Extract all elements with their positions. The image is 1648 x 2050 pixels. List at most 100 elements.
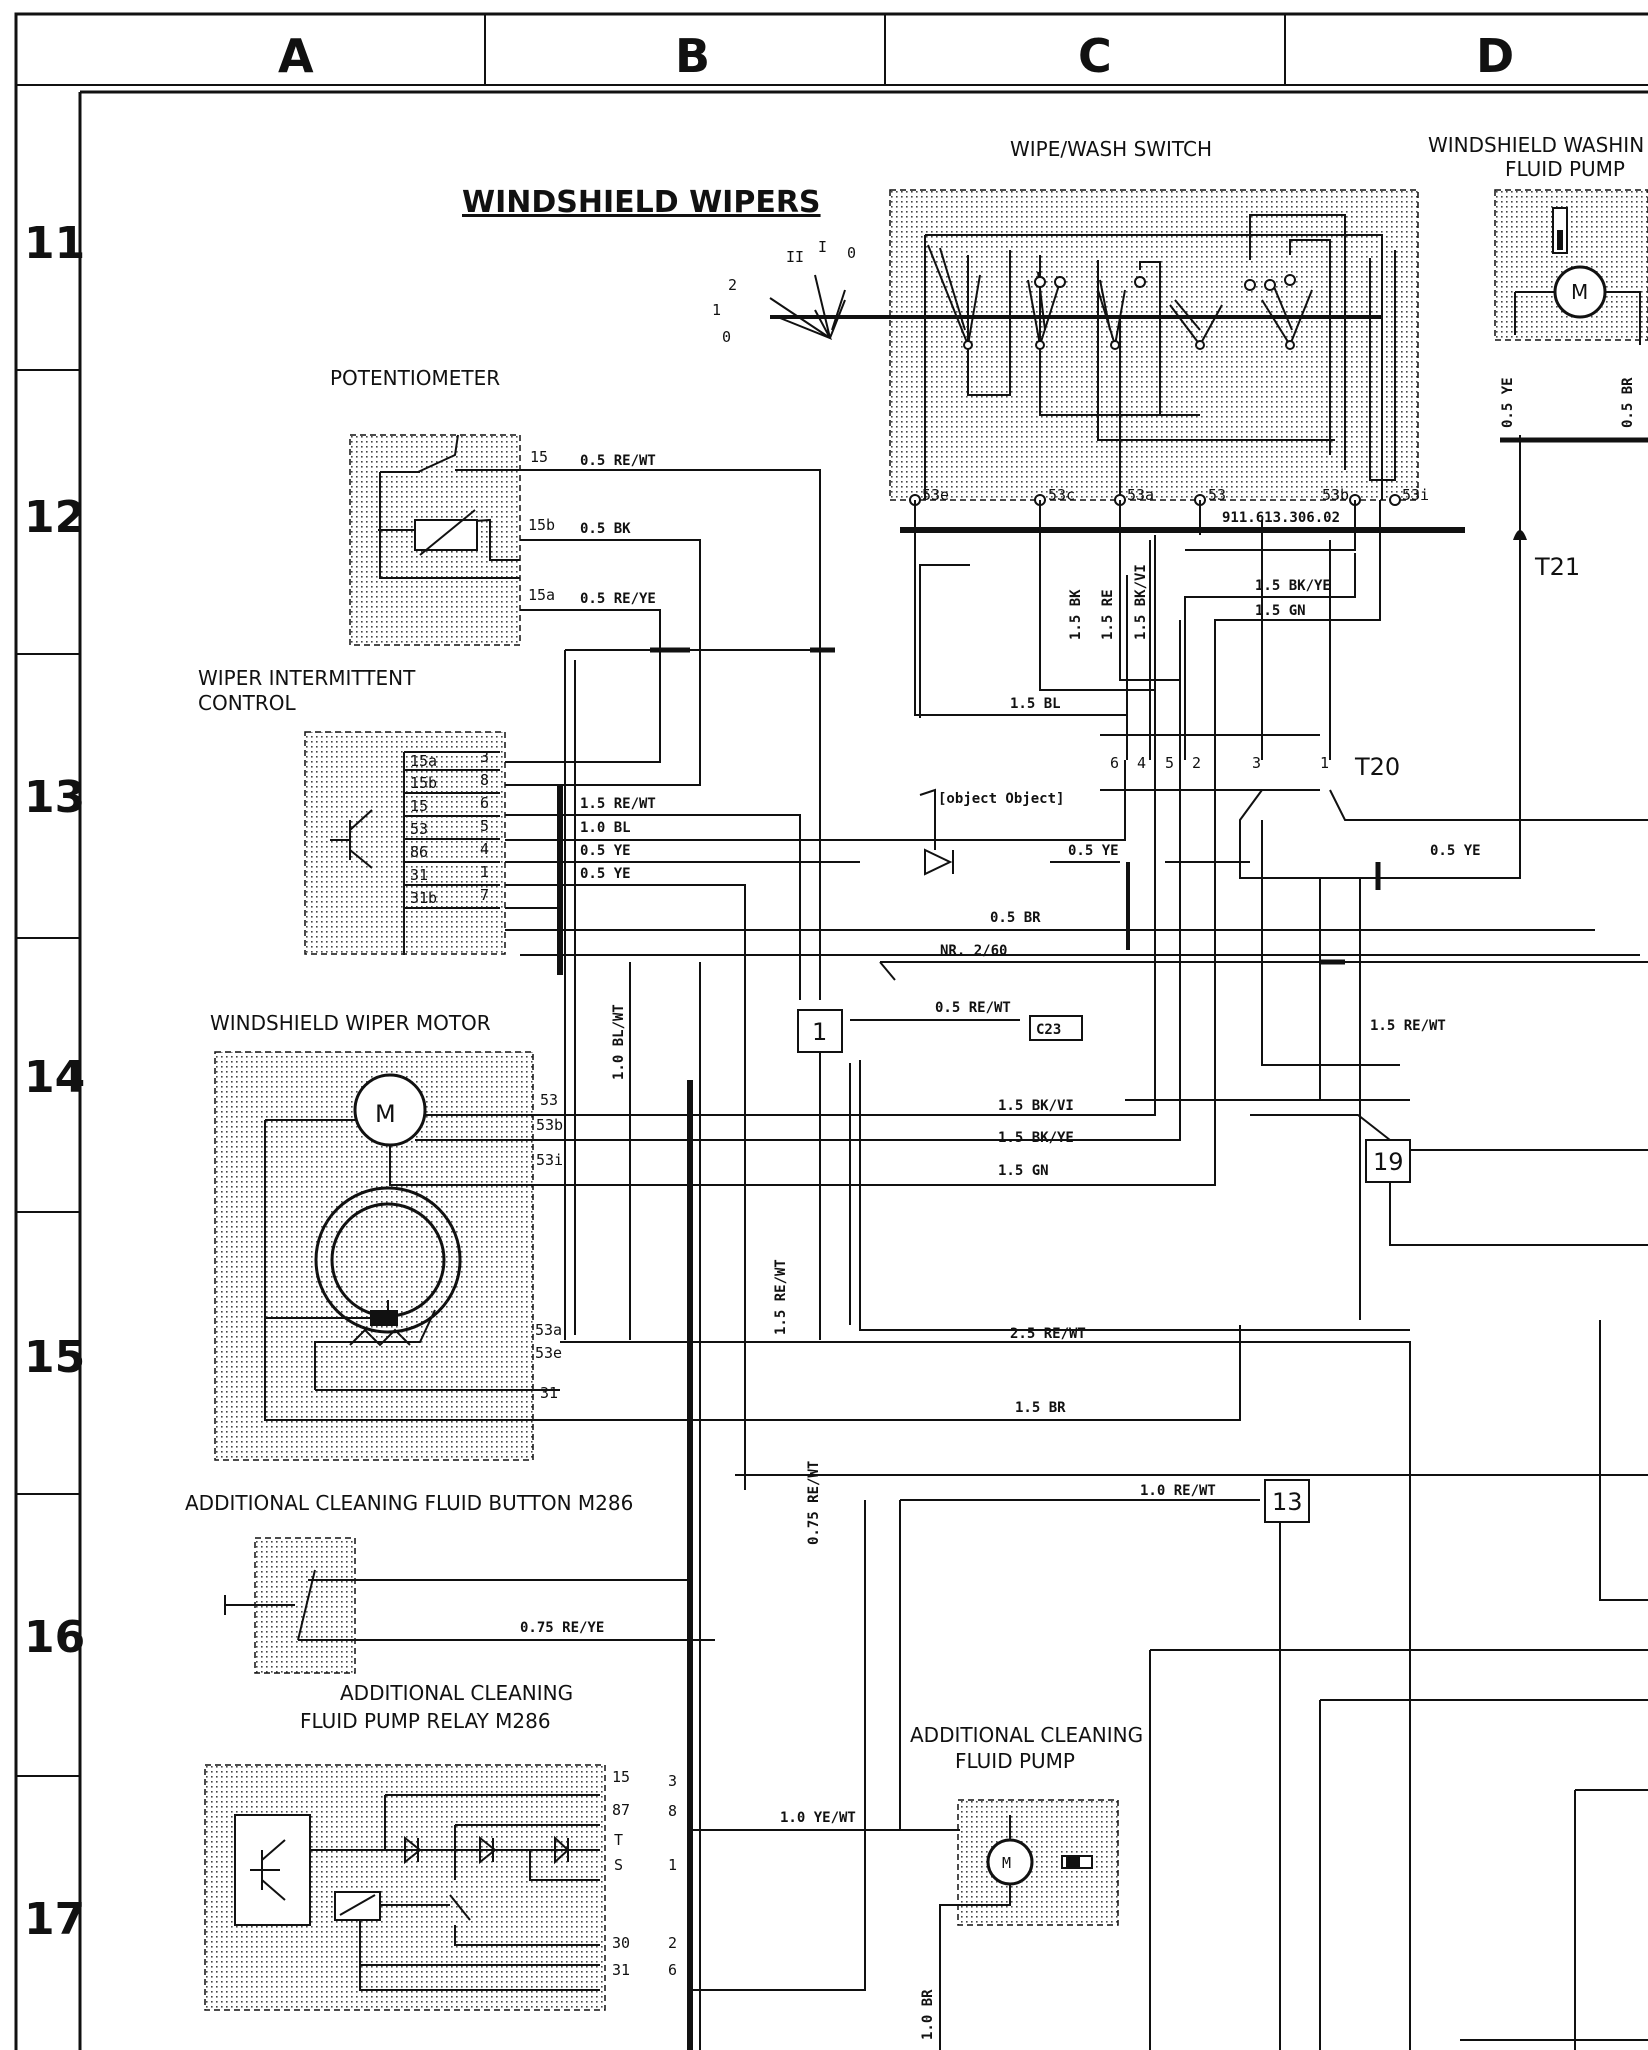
- pump-relay-label-2: FLUID PUMP RELAY M286: [300, 1709, 551, 1733]
- potentiometer: [349, 434, 521, 646]
- row-15: 15: [24, 1332, 85, 1383]
- ic-num-3: 3: [480, 748, 489, 766]
- wire-rewt-vert: 1.5 RE/WT: [773, 1259, 789, 1335]
- row-13: 13: [24, 772, 85, 823]
- relay-num-8: 8: [668, 1802, 677, 1820]
- wipe-wash-switch: [769, 189, 1419, 506]
- column-c: C: [1078, 29, 1112, 83]
- nr-label: NR. 2/60: [940, 943, 1007, 959]
- ic-num-5: 5: [480, 817, 489, 835]
- switch-pin-53: 53: [1208, 486, 1226, 504]
- motor-pin-53i: 53i: [536, 1151, 563, 1169]
- washer-pump-motor-symbol: M: [1571, 280, 1588, 304]
- motor-pin-53: 53: [540, 1091, 558, 1109]
- pot-pin-15b: 15b: [528, 516, 555, 534]
- intermittent-control: [304, 731, 506, 955]
- ic-pin-86: 86: [410, 843, 428, 861]
- t20-pin-2: 2: [1192, 754, 1201, 772]
- wire-15-bl: 1.5 BL: [1010, 696, 1061, 712]
- wire-075-rewt-vert: 0.75 RE/WT: [806, 1461, 822, 1545]
- wire-05-br: 0.5 BR: [990, 910, 1041, 926]
- switch-part-number: 911.613.306.02: [1222, 510, 1340, 526]
- t20-pin-6: 6: [1110, 754, 1119, 772]
- cleaning-pump: [939, 1799, 1119, 2050]
- t20-label: T20: [1354, 753, 1400, 781]
- relay-num-3: 3: [668, 1772, 677, 1790]
- switch-pin-53a: 53a: [1127, 486, 1154, 504]
- switch-position-I: I: [818, 238, 827, 256]
- t20-pin-3: 3: [1252, 754, 1261, 772]
- switch-pin-53e: 53e: [922, 486, 949, 504]
- motor-pin-53b: 53b: [536, 1116, 563, 1134]
- wire-motor-bkvi: 1.5 BK/VI: [998, 1098, 1074, 1114]
- switch-position-0b: 0: [847, 244, 856, 262]
- ic-pin-15a: 15a: [410, 752, 437, 770]
- junction-13: 13: [1272, 1488, 1303, 1516]
- wire-sw-gn: 1.5 GN: [1255, 603, 1306, 619]
- cleaning-button-label: ADDITIONAL CLEANING FLUID BUTTON M286: [185, 1491, 633, 1515]
- column-b: B: [675, 29, 710, 83]
- diagram-title: WINDSHIELD WIPERS: [462, 185, 821, 220]
- relay-pin-T: T: [614, 1831, 623, 1849]
- wire-15-br: 1.5 BR: [1015, 1400, 1066, 1416]
- column-d: D: [1476, 29, 1514, 83]
- wire-sw-bkye: 1.5 BK/YE: [1255, 578, 1331, 594]
- wipe-wash-switch-label: WIPE/WASH SWITCH: [1010, 137, 1212, 161]
- switch-position-II: II: [786, 248, 804, 266]
- ic-num-1: 1: [480, 863, 489, 881]
- wire-motor-bkye: 1.5 BK/YE: [998, 1130, 1074, 1146]
- wire-15a-reye: 0.5 RE/YE: [580, 591, 656, 607]
- motor-pin-31: 31: [540, 1384, 558, 1402]
- wiring: [505, 435, 1648, 2050]
- relay-pin-15: 15: [612, 1768, 630, 1786]
- wire-diode-ye: 0.5 YE: [1068, 843, 1119, 859]
- row-12: 12: [24, 492, 85, 543]
- row-16: 16: [24, 1612, 85, 1663]
- pot-pin-15a: 15a: [528, 586, 555, 604]
- t20-pin-4: 4: [1137, 754, 1146, 772]
- motor-pin-53e: 53e: [535, 1344, 562, 1362]
- wire-15-re-vert: 1.5 RE: [1100, 589, 1116, 640]
- pot-pin-15: 15: [530, 448, 548, 466]
- wire-15-bk-vert: 1.5 BK: [1068, 589, 1084, 640]
- wire-ic-rewt: 1.5 RE/WT: [580, 796, 656, 812]
- wire-d-rewt: 1.5 RE/WT: [1370, 1018, 1446, 1034]
- ic-pin-15b: 15b: [410, 774, 437, 792]
- wire-ic-bl: 1.0 BL: [580, 820, 631, 836]
- ic-pin-31: 31: [410, 866, 428, 884]
- row-11: 11: [24, 218, 85, 269]
- wire-motor-gn: 1.5 GN: [998, 1163, 1049, 1179]
- diode-part-label: [object Object]: [938, 791, 1064, 807]
- wire-075-reye: 0.75 RE/YE: [520, 1620, 604, 1636]
- wire-10-br-vert: 1.0 BR: [920, 1989, 936, 2040]
- wire-ic-ye-b: 0.5 YE: [580, 866, 631, 882]
- wire-15b-bk: 0.5 BK: [580, 521, 631, 537]
- pump-relay: [204, 1764, 606, 2011]
- washer-pump-label-1: WINDSHIELD WASHIN: [1428, 133, 1644, 157]
- wire-pump-ye-vert: 0.5 YE: [1500, 377, 1516, 428]
- wire-ic-ye-a: 0.5 YE: [580, 843, 631, 859]
- t20-pin-5: 5: [1165, 754, 1174, 772]
- row-14: 14: [24, 1052, 85, 1103]
- switch-pin-53c: 53c: [1048, 486, 1075, 504]
- ic-pin-31b: 31b: [410, 889, 437, 907]
- cleaning-pump-label-2: FLUID PUMP: [955, 1749, 1075, 1773]
- switch-position-0: 0: [722, 328, 731, 346]
- wire-c23-rewt: 0.5 RE/WT: [935, 1000, 1011, 1016]
- wire-15-rewt: 0.5 RE/WT: [580, 453, 656, 469]
- relay-pin-30: 30: [612, 1934, 630, 1952]
- motor-pin-53a: 53a: [535, 1321, 562, 1339]
- wiper-motor: [214, 1051, 560, 1461]
- washer-pump: [1494, 189, 1648, 345]
- ic-num-8: 8: [480, 771, 489, 789]
- wire-15-bkvi-vert: 1.5 BK/VI: [1133, 564, 1149, 640]
- wire-10-yewt: 1.0 YE/WT: [780, 1810, 856, 1826]
- cleaning-pump-motor-symbol: M: [1002, 1854, 1011, 1872]
- relay-pin-87: 87: [612, 1801, 630, 1819]
- pump-relay-label-1: ADDITIONAL CLEANING: [340, 1681, 573, 1705]
- t21-label: T21: [1534, 553, 1580, 581]
- frame: [14, 12, 1648, 2050]
- column-a: A: [278, 29, 314, 83]
- ic-pin-15: 15: [410, 797, 428, 815]
